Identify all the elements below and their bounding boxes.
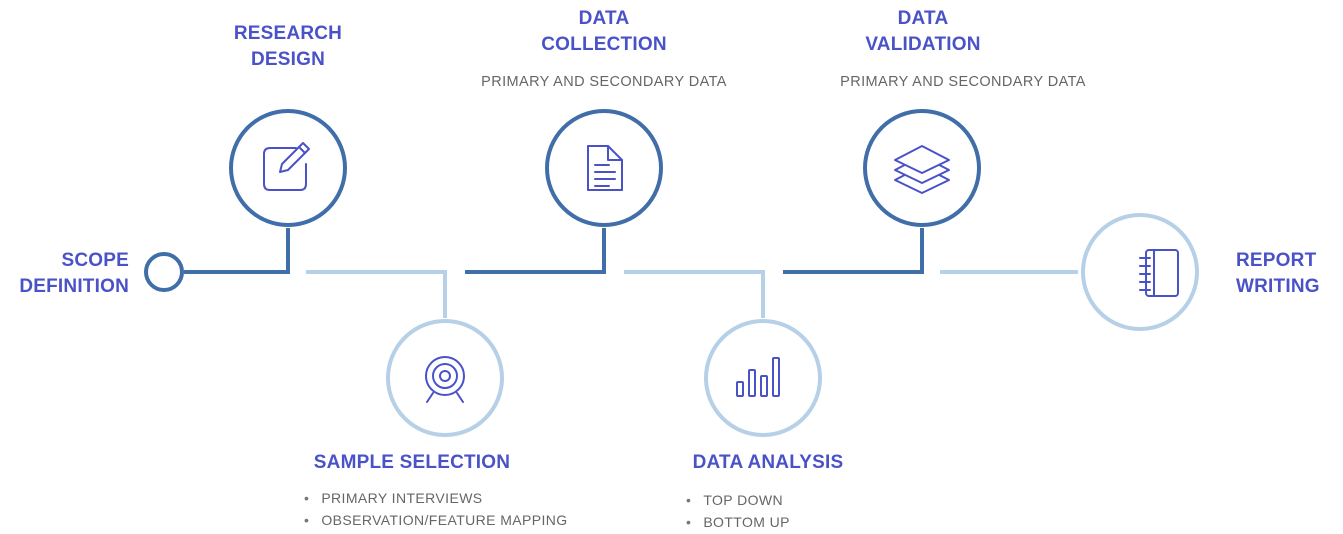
data-collection-circle	[545, 109, 663, 227]
connector-sample-collection	[465, 228, 606, 274]
target-icon	[425, 356, 465, 403]
sample-selection-title: SAMPLE SELECTION	[287, 450, 537, 476]
layers-icon	[894, 145, 950, 194]
research-design-title: RESEARCH DESIGN	[218, 21, 358, 73]
research-design-circle	[229, 109, 347, 227]
scope-node	[144, 252, 184, 292]
document-icon	[587, 145, 623, 191]
scope-definition-title: SCOPE DEFINITION	[4, 248, 129, 300]
data-validation-subtitle: PRIMARY AND SECONDARY DATA	[840, 74, 1086, 90]
report-writing-circle	[1081, 213, 1199, 331]
notebook-icon	[1139, 249, 1179, 297]
connector-research-sample	[306, 270, 447, 318]
bullet-item: OBSERVATION/FEATURE MAPPING	[304, 509, 568, 531]
report-title-line-2: WRITING	[1236, 276, 1320, 297]
report-title-line-1: REPORT	[1236, 250, 1317, 271]
report-writing-title: REPORT WRITING	[1236, 248, 1341, 300]
data-collection-title: DATA COLLECTION	[514, 6, 694, 58]
scope-title-line-1: SCOPE	[61, 250, 129, 271]
edit-icon	[263, 142, 310, 191]
data-analysis-circle	[704, 319, 822, 437]
connector-analysis-validation	[783, 228, 924, 274]
data-analysis-bullets: TOP DOWN BOTTOM UP	[686, 489, 790, 533]
data-analysis-title: DATA ANALYSIS	[668, 450, 868, 476]
bullet-item: PRIMARY INTERVIEWS	[304, 487, 568, 509]
bullet-item: BOTTOM UP	[686, 511, 790, 533]
research-title-line-1: RESEARCH	[233, 23, 343, 44]
connector-collection-analysis	[624, 270, 765, 318]
sample-selection-bullets: PRIMARY INTERVIEWS OBSERVATION/FEATURE M…	[304, 487, 568, 531]
sample-selection-circle	[386, 319, 504, 437]
bullet-item: TOP DOWN	[686, 489, 790, 511]
data-collection-subtitle: PRIMARY AND SECONDARY DATA	[481, 74, 727, 90]
data-validation-title: DATA VALIDATION	[833, 6, 1013, 58]
connector-scope-research	[184, 228, 290, 274]
validation-title-line-1: DATA	[897, 8, 949, 29]
analysis-title-line-1: DATA ANALYSIS	[692, 452, 844, 473]
validation-title-line-2: VALIDATION	[865, 34, 981, 55]
collection-title-line-2: COLLECTION	[541, 34, 667, 55]
collection-title-line-1: DATA	[578, 8, 630, 29]
research-title-line-2: DESIGN	[250, 49, 326, 70]
sample-title-line-1: SAMPLE SELECTION	[313, 452, 511, 473]
scope-title-line-2: DEFINITION	[19, 276, 129, 297]
bar-chart-icon	[736, 357, 780, 397]
